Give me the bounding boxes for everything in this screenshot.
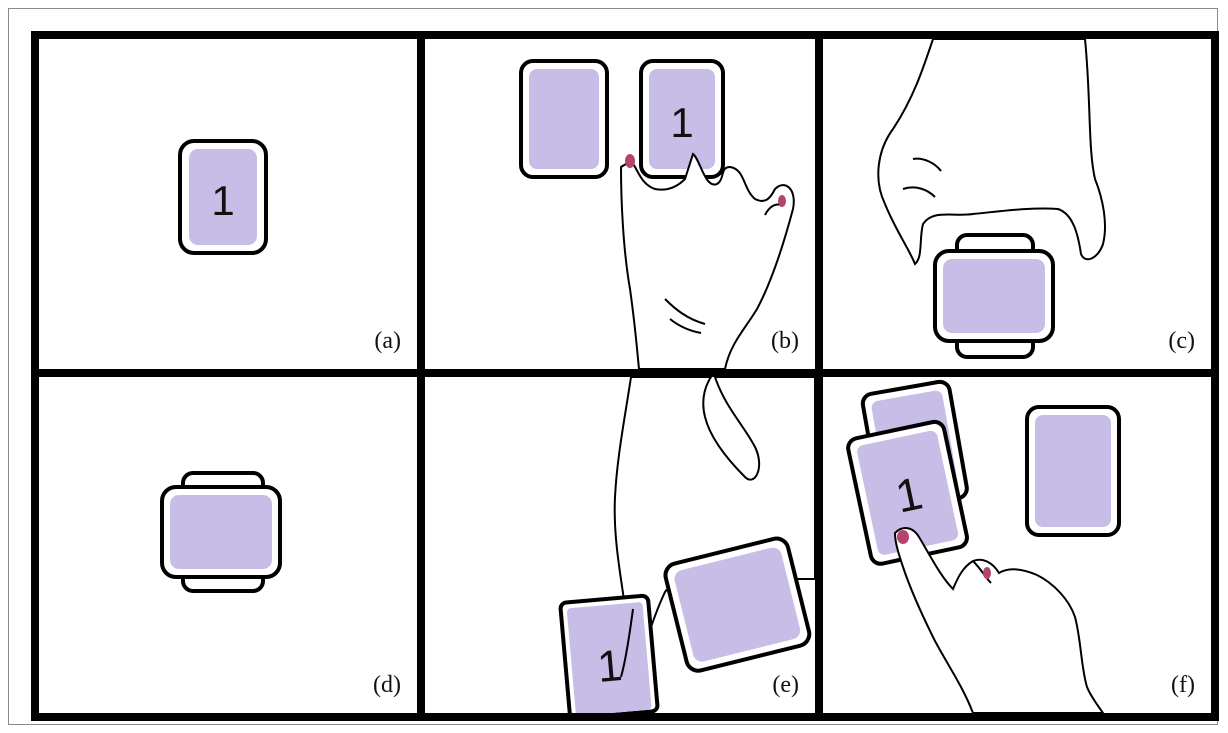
panel-b-drawing: 1 xyxy=(519,59,795,369)
panel-label-b: (b) xyxy=(771,328,799,354)
card-stack xyxy=(933,233,1055,359)
panel-a: 1 (a) xyxy=(39,39,417,369)
fingernail-icon xyxy=(897,530,909,544)
panel-label-c: (c) xyxy=(1168,328,1195,354)
card-1: 1 xyxy=(639,59,725,179)
panel-c: (c) xyxy=(823,39,1211,369)
card-right xyxy=(1025,405,1121,537)
card-1: 1 xyxy=(846,419,969,566)
hand-icon xyxy=(877,39,1106,266)
panel-f-drawing: 1 xyxy=(846,379,1121,713)
hand-icon xyxy=(893,527,1105,713)
card-number: 1 xyxy=(211,177,234,224)
card-1: 1 xyxy=(558,593,660,713)
panel-label-e: (e) xyxy=(772,672,799,698)
card-left xyxy=(519,59,609,179)
panel-d: (d) xyxy=(39,377,417,713)
panel-c-drawing xyxy=(877,39,1106,359)
panel-label-a: (a) xyxy=(374,328,401,354)
hand-icon xyxy=(619,152,795,369)
fingernail-icon xyxy=(778,195,786,207)
panel-d-drawing xyxy=(160,471,282,593)
panel-grid: 1 (a) 1 (b) xyxy=(31,31,1219,721)
card-stack xyxy=(160,471,282,593)
card-number: 1 xyxy=(670,99,693,146)
panel-f: 1 (f) xyxy=(823,377,1211,713)
card-1: 1 xyxy=(178,139,268,255)
panel-e: 1 (e) xyxy=(425,377,815,713)
panel-label-d: (d) xyxy=(373,672,401,698)
card-tilted xyxy=(663,536,812,673)
finger-icon xyxy=(620,608,634,678)
fingernail-icon xyxy=(983,567,991,579)
panel-e-drawing: 1 xyxy=(558,377,815,713)
card-number: 1 xyxy=(595,641,624,692)
panel-label-f: (f) xyxy=(1171,672,1195,698)
panel-a-drawing: 1 xyxy=(178,139,268,255)
fingernail-icon xyxy=(625,154,635,168)
panel-b: 1 (b) xyxy=(425,39,815,369)
